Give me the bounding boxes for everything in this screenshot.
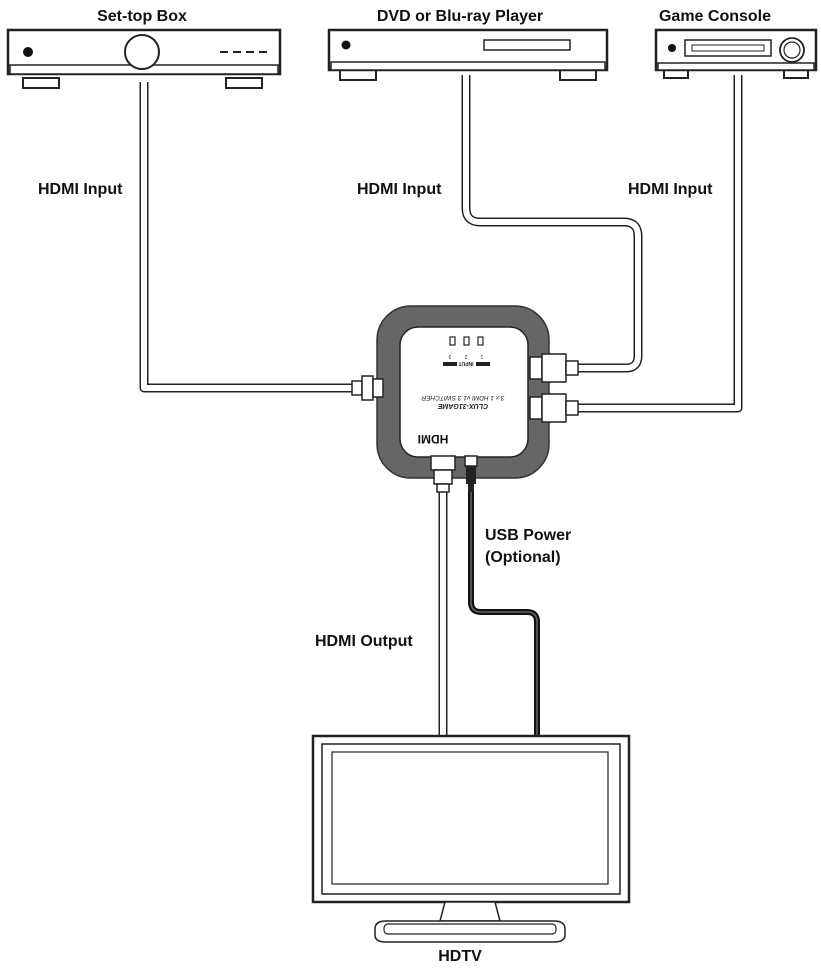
hdmi-input-middle-label: HDMI Input [357,181,442,198]
usb-power-cable [468,490,540,738]
hdmi-switcher [376,305,550,479]
console-label: Game Console [658,8,772,25]
right-lower-input-connector [529,393,579,423]
set-top-box-device [6,28,282,89]
left-input-connector [351,375,384,401]
switcher-model: CLUX-31GAME [438,402,489,409]
output-connector [430,455,456,493]
hdmi-logo: HDMI [418,432,449,446]
usb-optional-label: (Optional) [485,549,561,566]
console-device [654,28,818,79]
right-upper-input-connector [529,353,579,383]
input-number-3: 3 [448,353,451,359]
hdmi-cable-console [578,75,743,413]
hdtv [311,734,631,943]
hdmi-input-right-label: HDMI Input [628,181,713,198]
player-label: DVD or Blu-ray Player [376,8,544,25]
set-top-box-label: Set-top Box [97,8,187,25]
hdtv-label: HDTV [438,948,482,965]
switcher-description: 3 x 1 HDMI v1.3 SWITCHER [421,394,504,401]
usb-connector [464,455,478,492]
input-label: INPUT [459,360,474,366]
hdmi-output-label: HDMI Output [315,633,413,650]
usb-power-label: USB Power [485,527,572,544]
hdmi-cable-set-top-box [139,82,352,393]
input-number-2: 2 [464,353,467,359]
input-number-1: 1 [480,353,483,359]
hdmi-input-left-label: HDMI Input [38,181,123,198]
player-device [327,28,609,81]
